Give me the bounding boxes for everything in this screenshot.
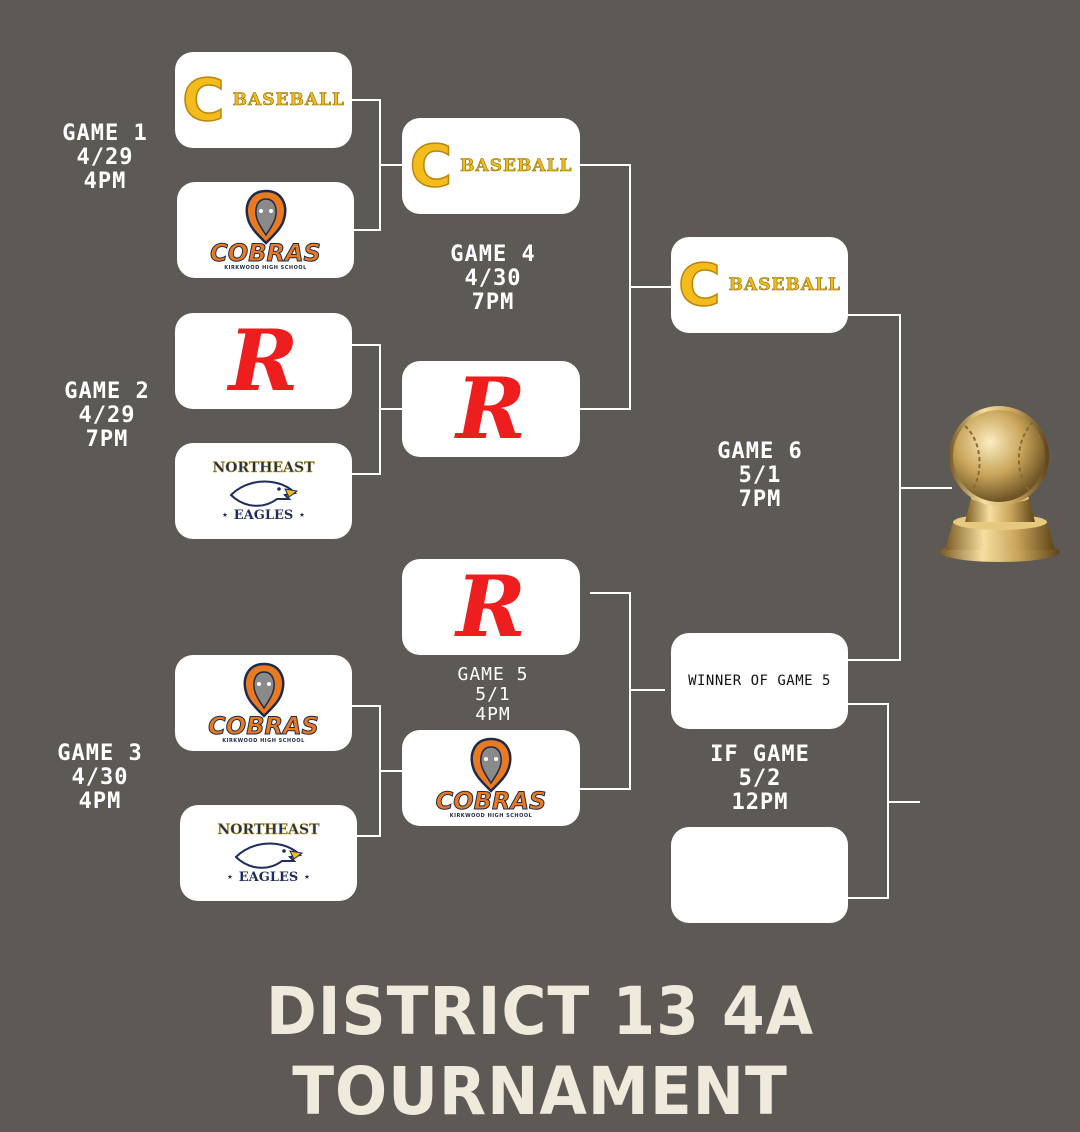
game3-label: GAME 3 4/30 4PM — [57, 741, 143, 814]
star-icon: ★ — [299, 510, 305, 520]
c-baseball-logo: C BASEBALL — [677, 251, 841, 319]
game4-label: GAME 4 4/30 7PM — [450, 242, 536, 315]
cobras-logo: COBRAS KIRKWOOD HIGH SCHOOL — [210, 189, 321, 271]
eagle-icon — [234, 842, 303, 869]
star-icon: ★ — [304, 872, 310, 882]
cobra-icon — [243, 662, 284, 718]
trophy-icon — [940, 406, 1060, 562]
game2-label: GAME 2 4/29 7PM — [64, 379, 150, 452]
star-icon: ★ — [222, 510, 228, 520]
team-slot-if-game — [671, 827, 848, 923]
team-slot-g6-top: C BASEBALL — [671, 237, 848, 333]
eagles-logo: NORTHEAST ★ EAGLES ★ — [217, 821, 320, 885]
cobras-logo: COBRAS KIRKWOOD HIGH SCHOOL — [208, 662, 319, 744]
r-logo: R — [456, 361, 526, 457]
page-title: DISTRICT 13 4A TOURNAMENT — [265, 973, 815, 1130]
team-slot-g5-bottom: COBRAS KIRKWOOD HIGH SCHOOL — [402, 730, 580, 826]
r-logo: R — [456, 559, 526, 655]
c-baseball-logo: C BASEBALL — [409, 132, 573, 200]
star-icon: ★ — [227, 872, 233, 882]
cobras-logo: COBRAS KIRKWOOD HIGH SCHOOL — [435, 737, 547, 819]
team-slot-g3-top: COBRAS KIRKWOOD HIGH SCHOOL — [175, 655, 352, 751]
if-game-label: IF GAME 5/2 12PM — [710, 742, 810, 815]
team-slot-g1-bottom: COBRAS KIRKWOOD HIGH SCHOOL — [177, 182, 354, 278]
game1-label: GAME 1 4/29 4PM — [62, 121, 148, 194]
eagle-icon — [229, 480, 298, 507]
game6-label: GAME 6 5/1 7PM — [717, 439, 803, 512]
team-slot-g6-bottom: WINNER OF GAME 5 — [671, 633, 848, 729]
team-slot-g1-top: C BASEBALL — [175, 52, 352, 148]
bracket-lines — [352, 99, 952, 899]
team-slot-g2-bottom: NORTHEAST ★ EAGLES ★ — [175, 443, 352, 539]
c-baseball-logo: C BASEBALL — [181, 66, 345, 134]
team-slot-g3-bottom: NORTHEAST ★ EAGLES ★ — [180, 805, 357, 901]
team-slot-g5-top: R — [402, 559, 580, 655]
team-slot-g2-top: R — [175, 313, 352, 409]
r-logo: R — [228, 313, 299, 409]
eagles-logo: NORTHEAST ★ EAGLES ★ — [212, 459, 315, 523]
team-slot-g4-top: C BASEBALL — [402, 118, 580, 214]
cobra-icon — [245, 189, 286, 245]
winner-of-game5-label: WINNER OF GAME 5 — [688, 673, 831, 689]
cobra-icon — [470, 737, 512, 793]
team-slot-g4-bottom: R — [402, 361, 580, 457]
game5-label: GAME 5 5/1 4PM — [457, 664, 529, 725]
